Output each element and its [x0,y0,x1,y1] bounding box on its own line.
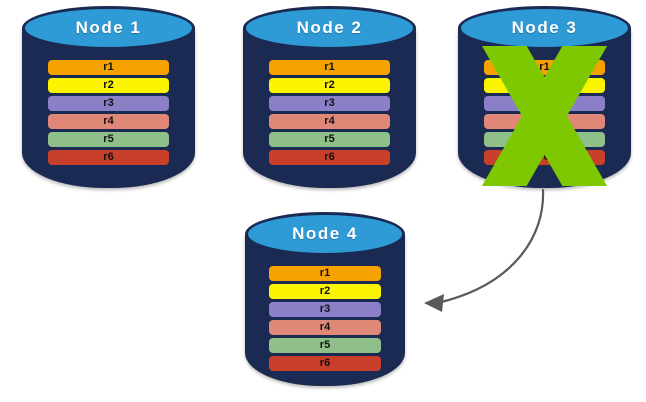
record-row-r6: r6 [268,150,391,165]
record-row-r4: r4 [268,114,391,129]
db-node-records: r1 r2 r3 r4 r5 r6 [22,60,195,168]
record-row-r2: r2 [268,78,391,93]
record-row-r6: r6 [47,150,170,165]
record-row-r3: r3 [268,96,391,111]
db-node-3[interactable]: Node 3 r1 r2 r3 r4 r5 r6 [458,6,631,188]
record-row-r1: r1 [268,60,391,75]
db-node-records: r1 r2 r3 r4 r5 r6 [245,266,405,374]
record-row-r5: r5 [269,338,381,353]
db-node-label: Node 1 [75,18,142,37]
record-row-r4: r4 [269,320,381,335]
record-row-r4: r4 [483,114,606,129]
db-node-1[interactable]: Node 1 r1 r2 r3 r4 r5 r6 [22,6,195,188]
record-row-r6: r6 [483,150,606,165]
db-node-top-disc [245,212,405,256]
db-node-records: r1 r2 r3 r4 r5 r6 [243,60,416,168]
record-row-r3: r3 [47,96,170,111]
db-node-label: Node 3 [511,18,578,37]
record-row-r5: r5 [268,132,391,147]
record-row-r4: r4 [47,114,170,129]
record-row-r3: r3 [269,302,381,317]
db-node-label: Node 2 [296,18,363,37]
db-node-label: Node 4 [292,224,358,243]
record-row-r2: r2 [47,78,170,93]
record-row-r5: r5 [483,132,606,147]
record-row-r5: r5 [47,132,170,147]
db-node-4[interactable]: Node 4 r1 r2 r3 r4 r5 r6 [245,212,405,386]
record-row-r2: r2 [269,284,381,299]
record-row-r1: r1 [269,266,381,281]
db-node-top-disc [243,6,416,50]
record-row-r2: r2 [483,78,606,93]
db-node-records: r1 r2 r3 r4 r5 r6 [458,60,631,168]
record-row-r6: r6 [269,356,381,371]
db-node-top-disc [22,6,195,50]
db-node-2[interactable]: Node 2 r1 r2 r3 r4 r5 r6 [243,6,416,188]
record-row-r3: r3 [483,96,606,111]
record-row-r1: r1 [483,60,606,75]
record-row-r1: r1 [47,60,170,75]
